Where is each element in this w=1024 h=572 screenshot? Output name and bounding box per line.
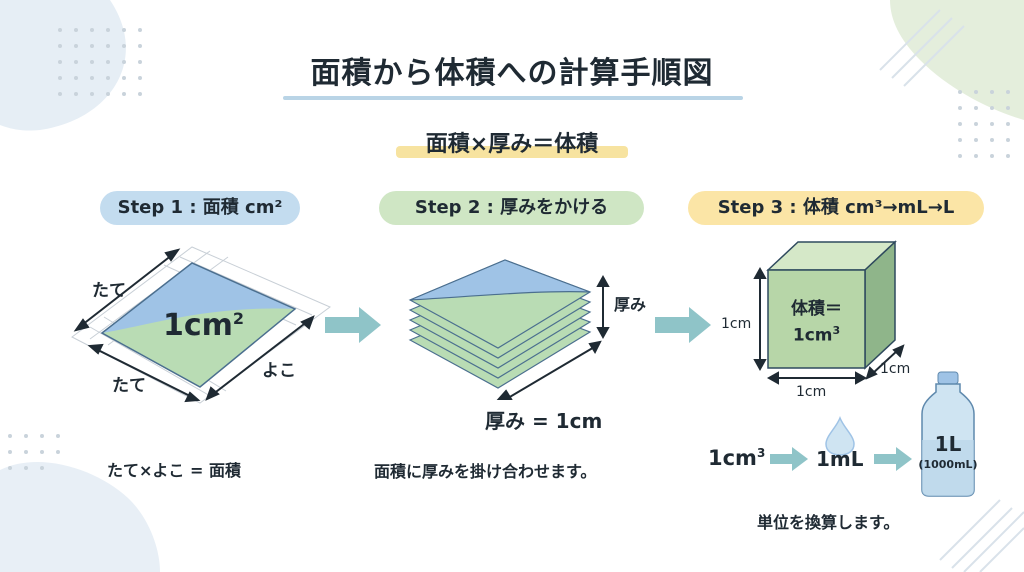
conv-cm3-sup: 3 [756, 446, 766, 460]
step3-cube-diagram [753, 240, 905, 385]
step-arrow-2 [655, 307, 711, 343]
step1-yoko: よこ [262, 361, 296, 381]
step3-dim-left: 1cm [721, 316, 752, 332]
conv-arrow-2 [874, 447, 912, 471]
step3-cube-label-line2: 1cm3 [768, 320, 865, 347]
water-bottle-icon [921, 371, 975, 497]
water-drop-icon [825, 416, 855, 456]
page-title: 面積から体積への計算手順図 [310, 56, 714, 91]
conv-ml: 1mL [816, 447, 864, 471]
step1-area-value: 1cm2 [163, 308, 244, 343]
conv-cm3: 1cm3 [708, 446, 765, 470]
formula-highlight [396, 146, 628, 158]
title-underline [283, 96, 743, 100]
step3-dim-bottom: 1cm [796, 384, 827, 400]
step1-pill: Step 1 : 面積 cm² [100, 191, 300, 225]
step3-cube-sup: 3 [832, 324, 841, 337]
step3-cube-label-line1: 体積＝ [791, 299, 842, 319]
step2-thickness-value: 厚み = 1cm [485, 409, 603, 433]
step2-pill: Step 2 : 厚みをかける [379, 191, 644, 225]
formula-text: 面積×厚み＝体積 [425, 132, 599, 157]
step1-tate-bottom: たて [112, 376, 146, 396]
step3-cube-value: 1cm [792, 325, 833, 346]
step1-tate-top: たて [92, 281, 126, 301]
step3-cube-label: 体積＝ 1cm3 [768, 298, 865, 347]
step3-pill: Step 3 : 体積 cm³→mL→L [688, 191, 984, 225]
step1-area-diagram [71, 246, 331, 404]
conv-cm3-text: 1cm [708, 446, 757, 470]
bottle-liter: 1L [934, 432, 962, 456]
step2-stack-diagram [408, 259, 610, 400]
step2-thickness-label: 厚み [614, 295, 647, 314]
step1-area-sup: 2 [232, 309, 245, 328]
conv-arrow-1 [770, 447, 808, 471]
bottle-ml: (1000mL) [918, 458, 978, 471]
step3-caption: 単位を換算します。 [757, 513, 900, 532]
step-arrow-1 [325, 307, 381, 343]
step3-dim-right: 1cm [880, 361, 911, 377]
step2-caption: 面積に厚みを掛け合わせます。 [374, 462, 597, 481]
step1-caption: たて×よこ = 面積 [107, 461, 241, 480]
step1-area-text: 1cm [163, 308, 233, 343]
